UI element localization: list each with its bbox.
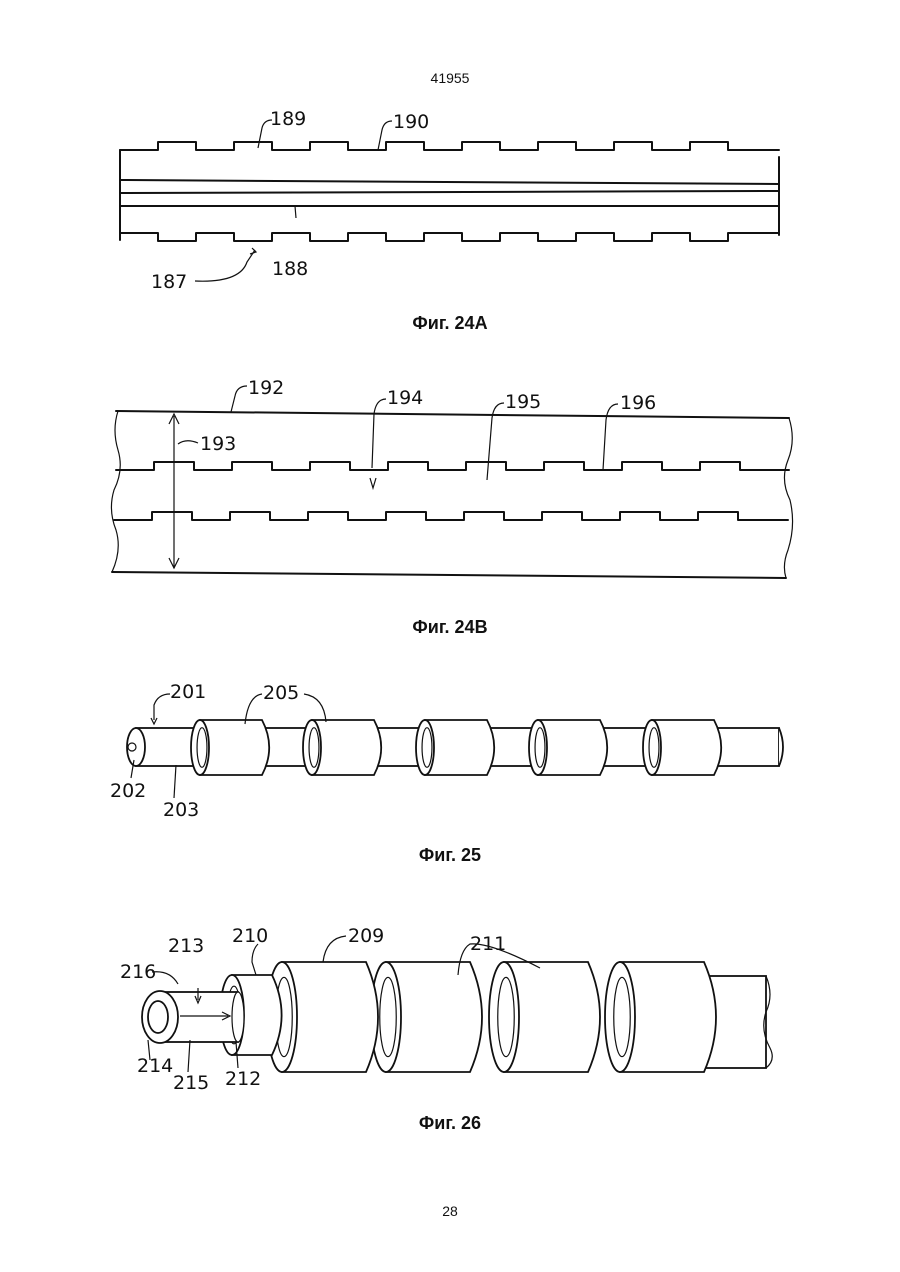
sleeve [200,720,269,775]
label-190: 190 [393,111,429,133]
label-194: 194 [387,387,423,409]
label-193: 193 [200,433,236,455]
sleeve [538,720,607,775]
label-189: 189 [270,108,306,130]
label-210: 210 [232,925,268,947]
label-213: 213 [168,935,204,957]
label-216: 216 [120,961,156,983]
label-215: 215 [173,1072,209,1094]
caption-fig-26: Фиг. 26 [0,1113,900,1134]
fig-24a-outline [120,120,779,281]
label-209: 209 [348,925,384,947]
sleeve-face [191,720,209,775]
label-188: 188 [272,258,308,280]
sleeve [652,720,721,775]
label-211: 211 [470,933,506,955]
caption-fig-25: Фиг. 25 [0,845,900,866]
label-187: 187 [151,271,187,293]
fig-25-shaft [127,694,783,798]
label-202: 202 [110,780,146,802]
fig-26-shaft [142,936,772,1072]
label-203: 203 [163,799,199,821]
sleeve-face [303,720,321,775]
label-201: 201 [170,681,206,703]
label-212: 212 [225,1068,261,1090]
label-192: 192 [248,377,284,399]
sleeve [425,720,494,775]
sleeve [312,720,381,775]
label-205: 205 [263,682,299,704]
caption-fig-24b: Фиг. 24В [0,617,900,638]
label-196: 196 [620,392,656,414]
fig-24b-outline [111,386,792,578]
caption-fig-24a: Фиг. 24А [0,313,900,334]
label-195: 195 [505,391,541,413]
label-214: 214 [137,1055,173,1077]
sleeve-face [529,720,547,775]
sleeve-face [416,720,434,775]
sleeve-face [643,720,661,775]
page-number: 28 [0,1203,900,1219]
